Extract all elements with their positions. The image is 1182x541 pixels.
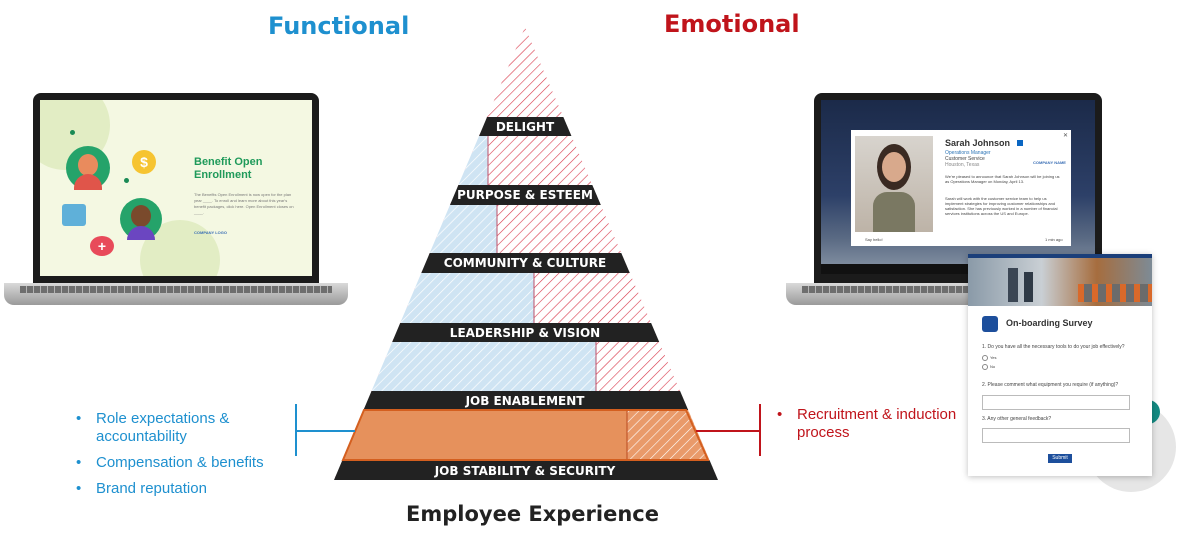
slide-body: The Benefits Open Enrollment is now open… — [194, 192, 294, 215]
announcement-para: Sarah will work with the customer servic… — [945, 196, 1058, 216]
security-functional-share — [334, 410, 627, 460]
enablement-functional-share — [334, 342, 596, 391]
security-emotional-share — [627, 410, 718, 460]
functional-point: Brand reputation — [74, 480, 274, 498]
profile-photo — [855, 136, 933, 232]
feedback-field[interactable] — [982, 428, 1130, 443]
dot-icon — [124, 178, 129, 183]
radio-no[interactable] — [982, 364, 988, 370]
dot-icon — [70, 130, 75, 135]
announcement-card: Sarah Johnson ✕ Operations Manager Custo… — [851, 130, 1071, 246]
office-photo — [968, 254, 1152, 306]
desktop-wallpaper: Sarah Johnson ✕ Operations Manager Custo… — [821, 100, 1095, 274]
level-label-delight: DELIGHT — [496, 120, 555, 134]
post-time: 1 min ago — [1045, 237, 1063, 242]
emotional-connector — [696, 404, 761, 456]
survey-question-2: 2. Please comment what equipment you req… — [982, 382, 1119, 388]
close-icon[interactable]: ✕ — [1063, 133, 1069, 139]
person-icon — [66, 146, 110, 190]
survey-question-1: 1. Do you have all the necessary tools t… — [982, 344, 1125, 350]
level-label-leadership: LEADERSHIP & VISION — [450, 326, 600, 340]
taskbar — [821, 264, 1095, 274]
right-laptop: Sarah Johnson ✕ Operations Manager Custo… — [784, 90, 1114, 318]
slide-title: Benefit Open Enrollment — [194, 156, 263, 181]
level-label-community: COMMUNITY & CULTURE — [444, 256, 606, 270]
employee-role: Operations Manager — [945, 150, 991, 156]
option-label-yes: Yes — [990, 355, 997, 360]
equipment-field[interactable] — [982, 395, 1130, 410]
functional-connector — [295, 404, 355, 456]
level-label-enablement: JOB ENABLEMENT — [465, 394, 586, 408]
say-hello-link[interactable]: Say hello! — [865, 237, 883, 242]
coin-icon: $ — [132, 150, 156, 174]
onboarding-survey: On-boarding Survey 1. Do you have all th… — [968, 254, 1152, 476]
company-logo: COMPANY NAME — [1033, 160, 1066, 165]
functional-points-list: Role expectations & accountability Compe… — [74, 410, 274, 506]
security-level-outline — [341, 409, 710, 461]
radio-yes[interactable] — [982, 355, 988, 361]
employee-department: Customer Service — [945, 156, 985, 162]
linkedin-icon — [1017, 140, 1023, 146]
level-label-security: JOB STABILITY & SECURITY — [434, 464, 616, 478]
company-logo: COMPANY LOGO — [194, 230, 227, 235]
announcement-para: We're pleased to announce that Sarah Joh… — [945, 174, 1060, 184]
option-label-no: No — [990, 364, 996, 369]
survey-question-3: 3. Any other general feedback? — [982, 416, 1052, 422]
emotional-points-list: Recruitment & induction process — [775, 406, 965, 450]
functional-point: Compensation & benefits — [74, 454, 274, 472]
calendar-icon — [62, 204, 86, 226]
laptop-base — [4, 283, 348, 305]
emotional-point: Recruitment & induction process — [775, 406, 965, 442]
benefit-slide: $ + Benefit Open Enrollment The Benefits… — [40, 100, 312, 276]
submit-button[interactable]: Submit — [1048, 454, 1072, 463]
survey-title: On-boarding Survey — [1006, 318, 1093, 328]
functional-heading: Functional — [268, 12, 410, 40]
survey-logo-icon — [982, 316, 998, 332]
left-laptop: $ + Benefit Open Enrollment The Benefits… — [0, 90, 352, 318]
diagram-caption: Employee Experience — [406, 502, 659, 526]
emotional-heading: Emotional — [664, 10, 800, 38]
employee-location: Houston, Texas — [945, 162, 980, 168]
level-label-purpose: PURPOSE & ESTEEM — [457, 188, 593, 202]
health-heart-icon: + — [90, 236, 114, 256]
avatar-icon — [120, 198, 162, 240]
employee-name: Sarah Johnson — [945, 138, 1011, 148]
functional-point: Role expectations & accountability — [74, 410, 274, 446]
